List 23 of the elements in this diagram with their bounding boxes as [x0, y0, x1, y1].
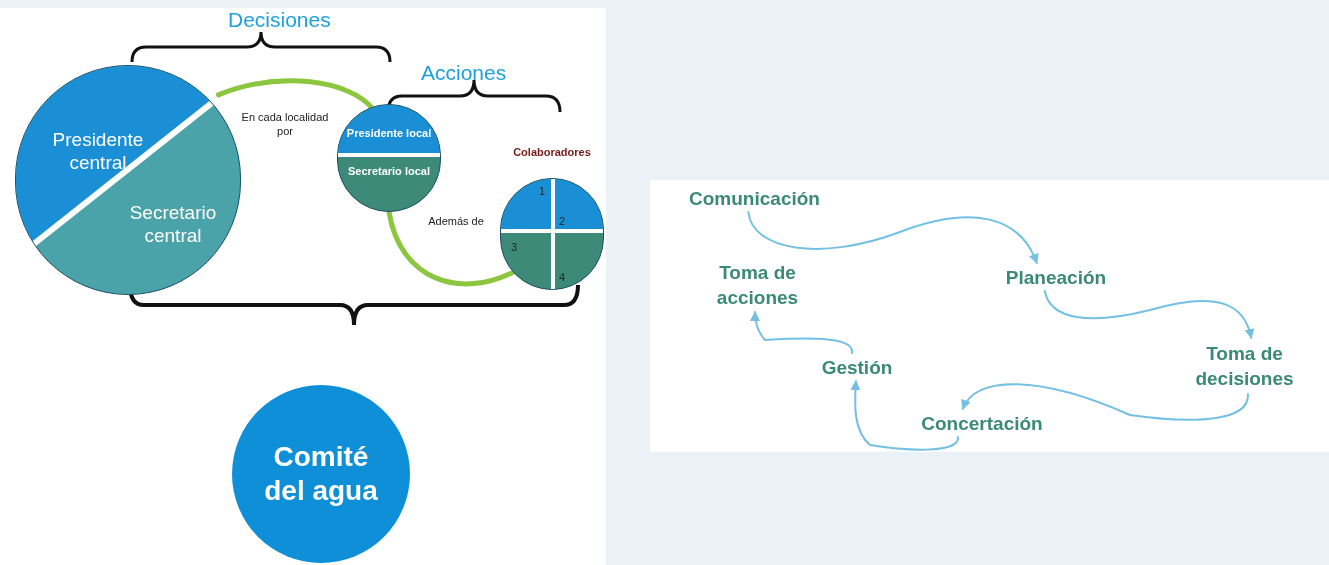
- group-heading: Colaboradores: [512, 146, 592, 159]
- node-text: Secretario central: [128, 201, 218, 247]
- curved-arrow: [747, 211, 1038, 264]
- curved-arrow: [1043, 290, 1254, 339]
- quadrant-number: 3: [511, 241, 518, 253]
- step-label: Gestión: [801, 353, 913, 381]
- node-text: Presidente central: [51, 128, 145, 174]
- curved-arrow: [961, 383, 1249, 421]
- bracket-heading: Decisiones: [228, 7, 331, 33]
- node-text: Presidente local: [345, 127, 433, 140]
- quadrant-number: 2: [559, 215, 566, 227]
- step-label: Planeación: [976, 263, 1136, 291]
- bracket-heading: Acciones: [421, 60, 507, 86]
- node-text: Secretario local: [347, 165, 431, 178]
- node-text: Comité del agua: [263, 440, 379, 508]
- curved-arrow: [850, 380, 959, 451]
- curved-arrow: [750, 311, 853, 354]
- step-label: Concertación: [886, 409, 1078, 437]
- step-label: Comunicación: [652, 184, 857, 212]
- step-label: Toma de decisiones: [1160, 338, 1329, 394]
- quadrant-number: 1: [539, 185, 546, 197]
- quadrant-number: 4: [559, 271, 566, 283]
- step-label: Toma de acciones: [695, 258, 820, 312]
